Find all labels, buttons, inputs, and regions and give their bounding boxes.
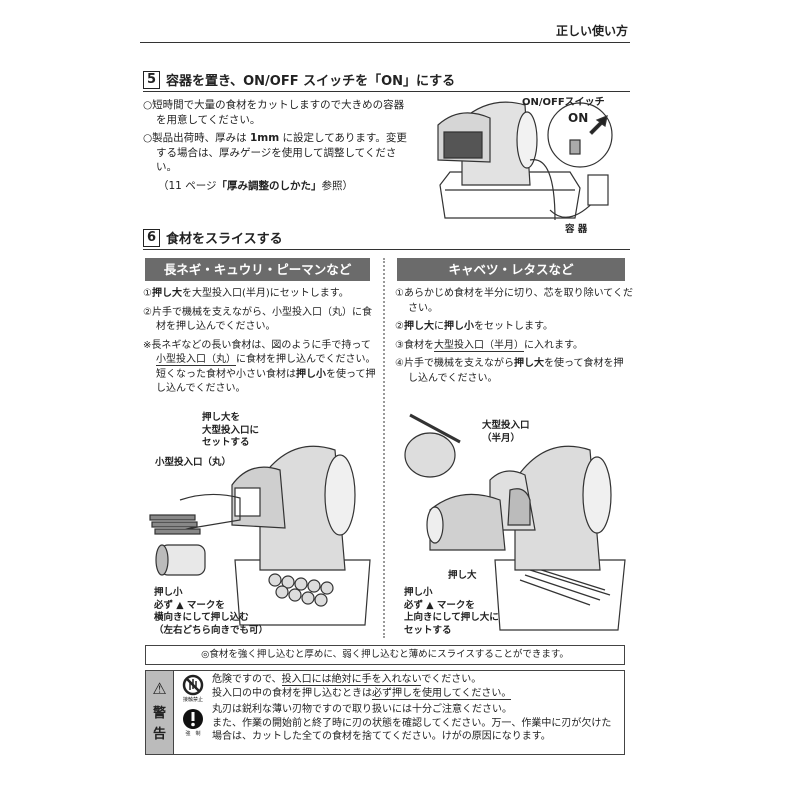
label-pusher-small: 押し小必ず ▲ マークを上向きにして押し大にセットする — [404, 587, 499, 636]
tip-box: ◎食材を強く押し込むと厚めに、弱く押し込むと薄めにスライスすることができます。 — [145, 645, 625, 665]
step: ②押し大に押し小をセットします。 — [395, 321, 553, 332]
icon-caption: 強 制 — [185, 731, 201, 737]
section5-heading: 5 容器を置き、ON/OFF スイッチを「ON」にする — [143, 70, 630, 92]
section6-heading: 6 食材をスライスする — [143, 228, 630, 250]
right-heading: キャベツ・レタスなど — [397, 258, 625, 281]
icon-caption: 接触禁止 — [182, 697, 203, 703]
step: ②片手で機械を支えながら、小型投入口（丸）に食材を押し込んでください。 — [143, 306, 372, 333]
left-illustration: 押し大を大型投入口にセットする 小型投入口（丸） 押し小必ず ▲ マークを横向き… — [140, 400, 380, 640]
warning-icons: 接触禁止 強 制 — [174, 671, 212, 754]
mandatory-icon — [183, 709, 203, 729]
page-header: 正しい使い方 — [555, 24, 628, 38]
label-large-inlet: 大型投入口（半月） — [482, 420, 530, 444]
note: ※長ネギなどの長い食材は、図のように手で持って小型投入口（丸）に食材を押し込んで… — [143, 339, 376, 395]
column-divider — [383, 258, 385, 638]
section6-title: 食材をスライスする — [166, 232, 283, 247]
label-pusher-small: 押し小必ず ▲ マークを横向きにして押し込む（左右どちら向きでも可） — [154, 587, 269, 636]
switch-illustration: ON/OFFスイッチ ON 容 器 — [430, 90, 630, 240]
section5-ref: （11 ページ「厚み調整のしかた」参照） — [158, 179, 353, 192]
warning-text: 危険ですので、投入口には絶対に手を入れないでください。 投入口の中の食材を押し込… — [212, 674, 612, 742]
left-heading: 長ネギ・キュウリ・ピーマンなど — [145, 258, 370, 281]
warning-box: ⚠ 警 告 接触禁止 強 制 危険ですので、投入口には絶対に手を入れないでくださ… — [145, 670, 625, 755]
header-rule — [140, 42, 630, 43]
switch-label: ON/OFFスイッチ — [522, 97, 605, 108]
section6-number: 6 — [143, 228, 160, 247]
section5-title: 容器を置き、ON/OFF スイッチを「ON」にする — [166, 74, 456, 89]
label-pusher-large: 押し大 — [448, 570, 477, 581]
section5-body: ○短時間で大量の食材をカットしますので大きめの容器を用意してください。 ○製品出… — [143, 98, 411, 193]
right-illustration: 大型投入口（半月） 押し大 押し小必ず ▲ マークを上向きにして押し大にセットす… — [390, 400, 635, 640]
label-pusher-large: 押し大を大型投入口にセットする — [202, 412, 260, 448]
step: ④片手で機械を支えながら押し大を使って食材を押し込んでください。 — [395, 358, 624, 384]
left-steps: ①押し大を大型投入口(半月)にセットします。 ②片手で機械を支えながら、小型投入… — [143, 287, 378, 401]
section5-item: ○製品出荷時、厚みは 1mm に設定してあります。変更する場合は、厚みゲージを使… — [143, 132, 407, 173]
on-label: ON — [568, 111, 589, 125]
step: ①あらかじめ食材を半分に切り、芯を取り除いてください。 — [395, 288, 633, 314]
warning-triangle-icon: ⚠ — [152, 679, 167, 698]
step: ③食材を大型投入口（半月）に入れます。 — [395, 339, 583, 352]
section5-item: ○短時間で大量の食材をカットしますので大きめの容器を用意してください。 — [143, 99, 405, 126]
container-label: 容 器 — [565, 224, 588, 235]
step: ①押し大を大型投入口(半月)にセットします。 — [143, 288, 349, 299]
warning-label: ⚠ 警 告 — [146, 671, 174, 754]
section5-number: 5 — [143, 70, 160, 89]
no-touch-icon — [182, 674, 204, 696]
label-small-inlet: 小型投入口（丸） — [155, 457, 232, 468]
right-steps: ①あらかじめ食材を半分に切り、芯を取り除いてください。 ②押し大に押し小をセット… — [395, 287, 633, 390]
